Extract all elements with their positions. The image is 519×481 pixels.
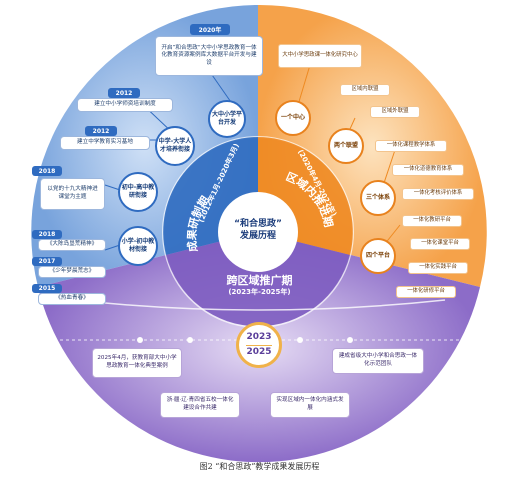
purple-year-end: 2025 (246, 346, 272, 357)
blue-box-juvenile: 《少年梦晨荒志》 (38, 266, 106, 278)
orange-item-moral-system: 一体化道德教育体系 (392, 164, 464, 176)
orange-item-external-alliance: 区域外联盟 (370, 106, 420, 118)
orange-item-practice-platform: 一体化实践平台 (408, 262, 468, 274)
blue-node-platform: 大中小学平台开发 (208, 100, 246, 138)
blue-box-teacher-training: 建立中小学师资培训制度 (77, 98, 173, 112)
purple-box-demo-team: 建成省级大中小学和合思政一体化示范团队 (332, 348, 424, 374)
figure-caption: 图2 “和合思政”教学成果发展历程 (199, 462, 320, 471)
orange-node-three-systems: 三个体系 (360, 180, 396, 216)
blue-year-2018b: 2018 (32, 230, 62, 239)
phase3-period: (2023年-2025年) (228, 288, 291, 296)
orange-item-internal-alliance: 区域内联盟 (340, 84, 390, 96)
blue-node-junior-senior: 初中-高中教研衔接 (118, 172, 158, 212)
orange-item-center: 大中小学思政课一体化研究中心 (278, 44, 362, 68)
blue-box-platform: 开启”和合思政“大中小学思政教育一体化教育资源案例库大数据平台开发与建设 (155, 36, 263, 76)
blue-box-dachen: 《大陈岛垦荒精神》 (38, 239, 106, 251)
center-line2: 发展历程 (239, 231, 276, 241)
blue-year-2015: 2015 (32, 284, 62, 293)
blue-box-internship: 建立中学教育实习基地 (60, 136, 150, 150)
purple-year-start: 2023 (246, 331, 272, 342)
blue-node-primary-junior: 小学-初中教材衔接 (118, 226, 158, 266)
center-line1: “和合思政” (234, 219, 282, 230)
purple-box-internal-development: 实现区域内一体化内涵式发展 (270, 392, 350, 418)
blue-node-middle-university: 中学-大学人才培养衔接 (155, 126, 195, 166)
blue-year-2012b: 2012 (85, 126, 117, 136)
orange-node-two-alliances: 两个联盟 (328, 128, 364, 164)
center-title: “和合思政” 发展历程 (222, 205, 294, 257)
blue-box-nineteenth: 以党的十九大精神进课堂为主题 (40, 178, 105, 210)
blue-year-2017: 2017 (32, 257, 62, 266)
orange-node-one-center: 一个中心 (275, 100, 311, 136)
blue-year-2020: 2020年 (190, 24, 230, 35)
orange-item-evaluation-system: 一体化考核评价体系 (402, 188, 474, 200)
orange-item-training-platform: 一体化研修平台 (396, 286, 456, 298)
purple-year-badge: 2023 2025 (236, 322, 282, 368)
orange-item-classroom-platform: 一体化课堂平台 (410, 238, 470, 250)
purple-box-cooperation: 浙·疆·辽·青四省五校一体化建设合作共建 (160, 392, 240, 418)
purple-box-typical-case: 2025年4月，获教育部大中小学思政教育一体化典型案例 (92, 348, 182, 378)
phase3-title: 跨区域推广期 (226, 274, 293, 287)
orange-node-four-platforms: 四个平台 (360, 238, 396, 274)
orange-item-course-system: 一体化课程教学体系 (375, 140, 447, 152)
blue-year-2018a: 2018 (32, 166, 62, 176)
blue-year-2012a: 2012 (108, 88, 140, 98)
orange-item-research-platform: 一体化教研平台 (402, 215, 462, 227)
blue-box-youth: 《热血青春》 (38, 293, 106, 305)
